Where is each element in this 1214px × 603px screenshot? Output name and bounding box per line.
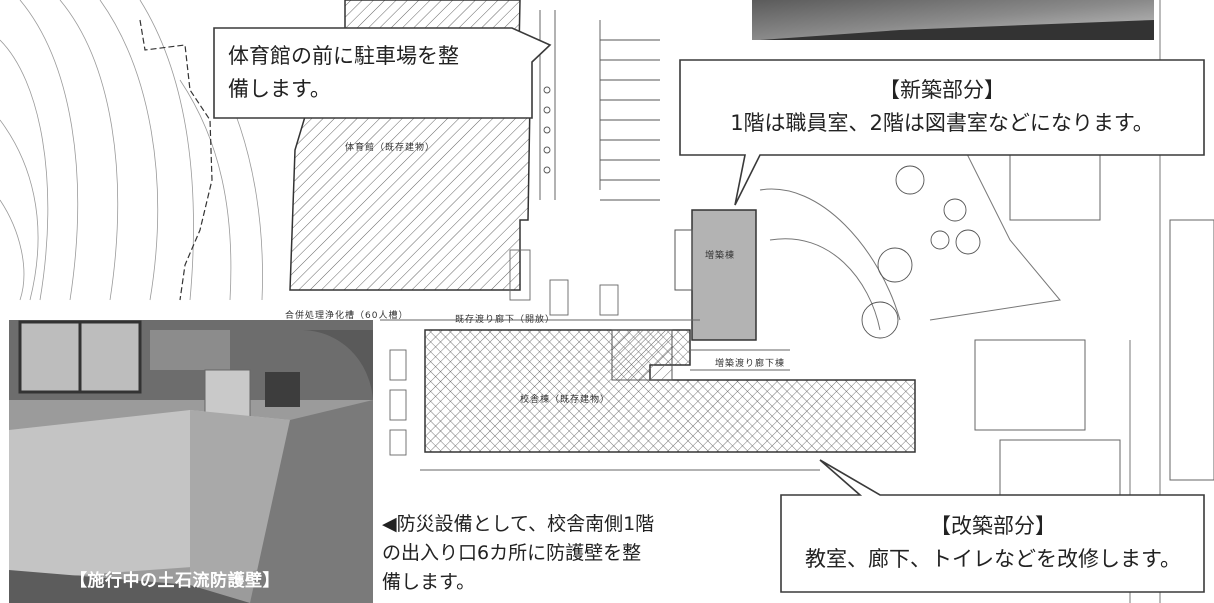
school-label: 校舎棟（既存建物） bbox=[520, 395, 611, 405]
callout-parking-line2: 備します。 bbox=[228, 77, 331, 101]
barrier-note-line3: 備します。 bbox=[382, 571, 476, 593]
right-buildings bbox=[974, 149, 1214, 531]
parking-circles bbox=[543, 86, 551, 174]
photo-top-right bbox=[752, 0, 1154, 40]
gym-label: 体育館（既存建物） bbox=[345, 143, 436, 153]
callout-parking-shape bbox=[213, 27, 552, 119]
photo-caption: 【施行中の土石流防護壁】 bbox=[70, 571, 280, 591]
callout-new-shape bbox=[679, 59, 1205, 206]
plan-misc bbox=[380, 249, 820, 471]
callout-renovation-body: 教室、廊下、トイレなどを改修します。 bbox=[805, 547, 1181, 571]
callout-renovation-title: 【改築部分】 bbox=[930, 514, 1056, 538]
boundary-line bbox=[139, 19, 213, 301]
callout-parking-line1: 体育館の前に駐車場を整 bbox=[228, 44, 459, 68]
photo-bottom-left bbox=[9, 320, 373, 603]
barrier-note: ◀防災設備として、校舎南側1階 の出入り口6カ所に防護壁を整 備します。 bbox=[382, 510, 777, 597]
callout-new-body: 1階は職員室、2階は図書室などになります。 bbox=[730, 111, 1154, 135]
annex-building bbox=[691, 209, 757, 341]
callout-new-title: 【新築部分】 bbox=[879, 78, 1005, 102]
callout-renovation: 【改築部分】 教室、廊下、トイレなどを改修します。 bbox=[783, 510, 1203, 576]
parking-stalls bbox=[539, 10, 660, 201]
new-corridor-label: 増築渡り廊下棟 bbox=[715, 359, 786, 369]
barrier-note-line1: ◀防災設備として、校舎南側1階 bbox=[382, 513, 655, 535]
annex-label: 増築棟 bbox=[705, 251, 736, 261]
septic-label: 合併処理浄化槽（60人槽） bbox=[285, 311, 409, 321]
callout-new-building: 【新築部分】 1階は職員室、2階は図書室などになります。 bbox=[682, 74, 1202, 140]
existing-corridor-label: 既存渡り廊下（開放） bbox=[455, 315, 556, 325]
trees bbox=[861, 129, 981, 339]
contour-lines bbox=[0, 0, 263, 301]
callout-parking: 体育館の前に駐車場を整 備します。 bbox=[228, 40, 528, 106]
barrier-note-line2: の出入り口6カ所に防護壁を整 bbox=[382, 542, 642, 564]
callout-renovation-shape bbox=[780, 459, 1205, 593]
